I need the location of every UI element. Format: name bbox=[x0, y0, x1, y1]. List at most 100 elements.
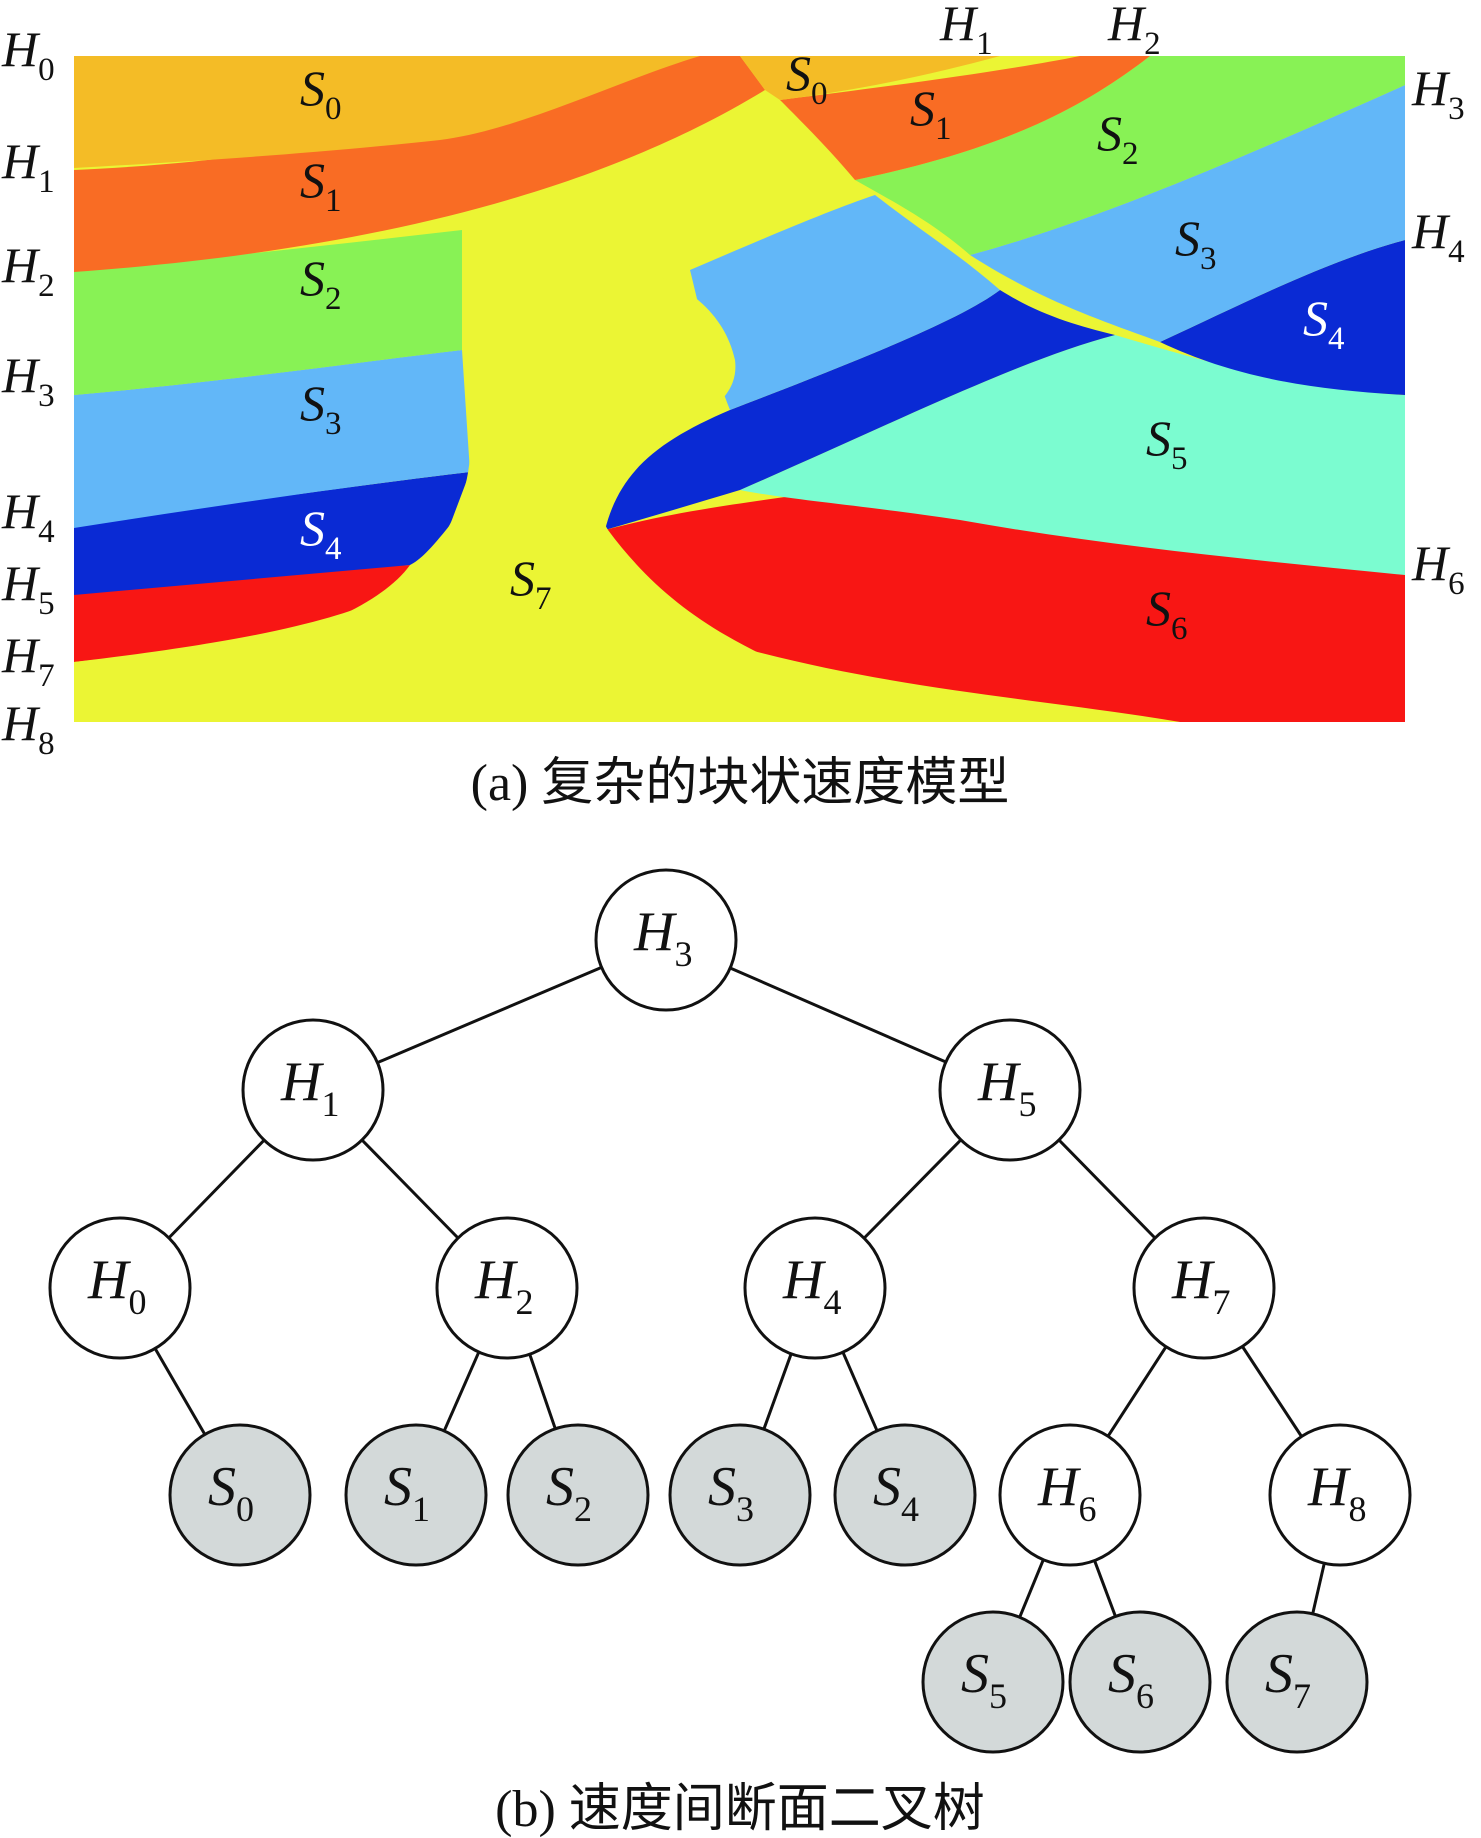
block-s1-left bbox=[74, 56, 765, 272]
tree-node-circle bbox=[921, 1610, 1065, 1754]
tree-node-label: H6 bbox=[1037, 1456, 1096, 1529]
block-s4-right bbox=[605, 290, 1115, 530]
tree-node-circle bbox=[344, 1423, 488, 1567]
model-label-h0-left: H0 bbox=[1, 21, 55, 88]
tree-edge-h6-s5 bbox=[1018, 1559, 1045, 1618]
tree-node-s6: S6 bbox=[1068, 1610, 1212, 1754]
tree-node-label: S5 bbox=[961, 1643, 1007, 1716]
tree-edge-h1-h0 bbox=[167, 1139, 266, 1239]
block-s0-left bbox=[74, 56, 700, 168]
tree-edge-h7-h6 bbox=[1106, 1345, 1168, 1438]
model-label-h4-left: H4 bbox=[1, 483, 55, 550]
tree-node-label: S1 bbox=[384, 1456, 430, 1529]
tree-edge-h8-s7 bbox=[1311, 1562, 1326, 1615]
block-s4-far-right bbox=[1160, 240, 1405, 395]
tree-node-h4: H4 bbox=[743, 1216, 887, 1360]
model-label-h5-left: H5 bbox=[1, 555, 55, 622]
block-s4-left bbox=[74, 472, 470, 595]
tree-edge-h2-s1 bbox=[442, 1351, 481, 1432]
tree-node-circle bbox=[938, 1018, 1082, 1162]
tree-edge-h0-s0 bbox=[153, 1347, 207, 1436]
model-label-s5: S5 bbox=[1146, 410, 1188, 477]
model-label-h2-top: H2 bbox=[1107, 0, 1161, 62]
tree-node-circle bbox=[241, 1018, 385, 1162]
tree-node-circle bbox=[743, 1216, 887, 1360]
block-s2-left bbox=[74, 230, 462, 395]
tree-node-circle bbox=[48, 1216, 192, 1360]
tree-node-h8: H8 bbox=[1268, 1423, 1412, 1567]
tree-node-s4: S4 bbox=[833, 1423, 977, 1567]
block-s0-right bbox=[740, 56, 1000, 100]
model-label-s2-left: S2 bbox=[300, 250, 342, 317]
velocity-model-panel bbox=[74, 56, 1405, 722]
tree-node-s5: S5 bbox=[921, 1610, 1065, 1754]
tree-node-h1: H1 bbox=[241, 1018, 385, 1162]
tree-edge-h7-h8 bbox=[1241, 1345, 1303, 1438]
model-label-s3-right: S3 bbox=[1175, 210, 1217, 277]
tree-node-label: S7 bbox=[1265, 1643, 1311, 1716]
model-label-h6-right: H6 bbox=[1411, 535, 1465, 602]
tree-node-circle bbox=[1068, 1610, 1212, 1754]
caption-a: (a) 复杂的块状速度模型 bbox=[471, 755, 1010, 812]
tree-node-s2: S2 bbox=[506, 1423, 650, 1567]
tree-node-label: H1 bbox=[280, 1051, 339, 1124]
block-s5 bbox=[740, 335, 1405, 575]
model-label-s2-right: S2 bbox=[1097, 105, 1139, 172]
tree-node-h0: H0 bbox=[48, 1216, 192, 1360]
model-label-s1-left: S1 bbox=[300, 152, 342, 219]
model-label-h8-left: H8 bbox=[1, 695, 55, 762]
model-label-h2-left: H2 bbox=[1, 237, 55, 304]
tree-node-h3: H3 bbox=[594, 868, 738, 1012]
tree-node-label: H5 bbox=[977, 1051, 1036, 1124]
tree-edge-h6-s6 bbox=[1093, 1560, 1117, 1617]
block-s3-left bbox=[74, 350, 470, 528]
tree-node-label: S4 bbox=[873, 1456, 919, 1529]
tree-node-label: S6 bbox=[1108, 1643, 1154, 1716]
tree-edge-h4-s4 bbox=[841, 1351, 879, 1432]
model-label-h7-left: H7 bbox=[1, 627, 55, 694]
tree-edge-h3-h5 bbox=[729, 966, 947, 1064]
model-label-s6: S6 bbox=[1146, 580, 1188, 647]
tree-edge-h5-h4 bbox=[863, 1138, 962, 1240]
tree-node-label: S2 bbox=[546, 1456, 592, 1529]
tree-node-h7: H7 bbox=[1132, 1216, 1276, 1360]
tree-node-label: H2 bbox=[474, 1249, 533, 1322]
tree-edge-h1-h2 bbox=[360, 1138, 460, 1240]
tree-node-label: H7 bbox=[1171, 1249, 1230, 1322]
block-s6-left bbox=[74, 565, 410, 662]
block-s7-diapir bbox=[74, 253, 1180, 722]
model-label-s0-left: S0 bbox=[300, 60, 342, 127]
tree-node-h5: H5 bbox=[938, 1018, 1082, 1162]
model-label-s4-right: S4 bbox=[1303, 290, 1345, 357]
tree-node-circle bbox=[833, 1423, 977, 1567]
tree-node-h2: H2 bbox=[435, 1216, 579, 1360]
tree-node-circle bbox=[1132, 1216, 1276, 1360]
block-s2-right bbox=[855, 56, 1405, 255]
tree-node-s7: S7 bbox=[1225, 1610, 1369, 1754]
model-label-h3-left: H3 bbox=[1, 347, 55, 414]
model-label-s0-right: S0 bbox=[786, 45, 828, 112]
tree-node-label: H8 bbox=[1307, 1456, 1366, 1529]
tree-node-h6: H6 bbox=[998, 1423, 1142, 1567]
tree-node-label: S3 bbox=[708, 1456, 754, 1529]
tree-node-s3: S3 bbox=[668, 1423, 812, 1567]
tree-node-circle bbox=[506, 1423, 650, 1567]
model-label-s1-right: S1 bbox=[910, 80, 952, 147]
tree-node-label: H4 bbox=[782, 1249, 841, 1322]
model-label-h3-right: H3 bbox=[1411, 60, 1465, 127]
model-label-s4-left: S4 bbox=[300, 500, 342, 567]
model-label-h1-left: H1 bbox=[1, 133, 55, 200]
tree-node-label: H0 bbox=[87, 1249, 146, 1322]
tree-node-s1: S1 bbox=[344, 1423, 488, 1567]
block-s3-far-right bbox=[970, 85, 1405, 342]
model-label-h4-right: H4 bbox=[1411, 203, 1465, 270]
tree-node-circle bbox=[998, 1423, 1142, 1567]
model-label-h1-top: H1 bbox=[939, 0, 993, 62]
caption-b: (b) 速度间断面二叉树 bbox=[495, 1781, 985, 1838]
tree-edges bbox=[153, 965, 1326, 1618]
tree-node-circle bbox=[594, 868, 738, 1012]
tree-node-circle bbox=[168, 1423, 312, 1567]
